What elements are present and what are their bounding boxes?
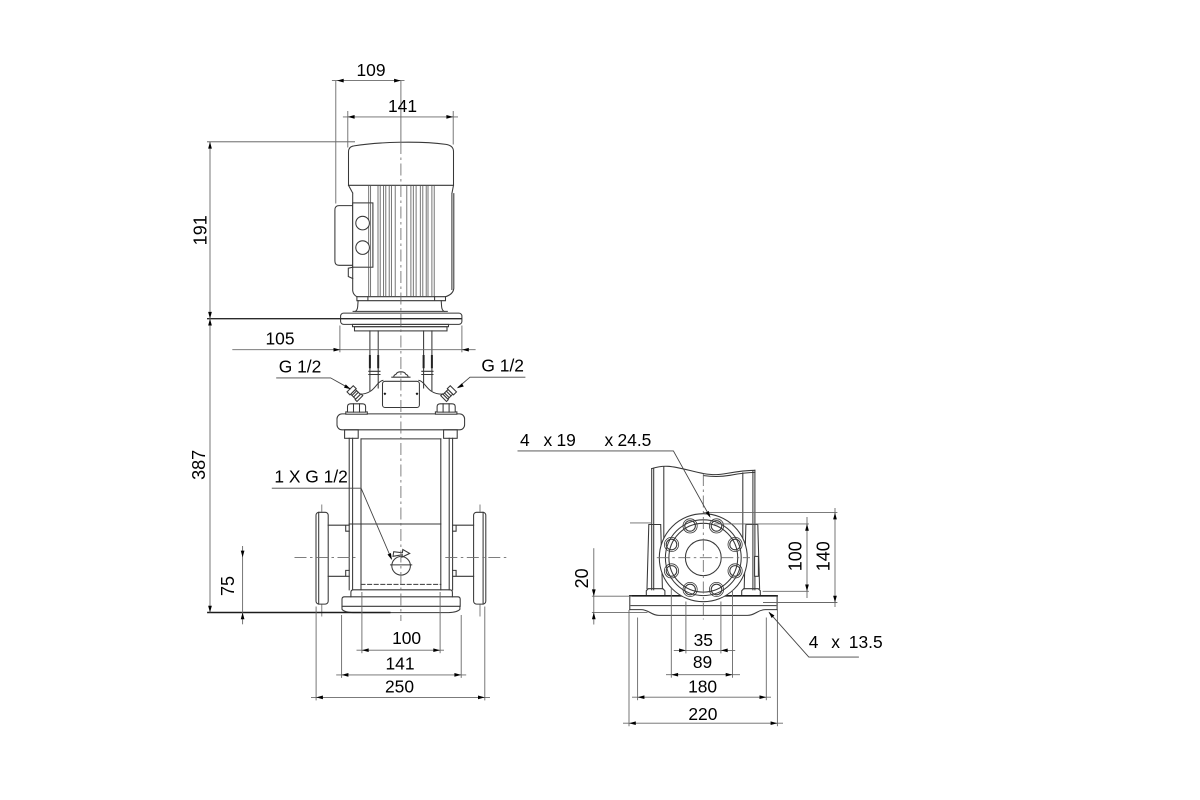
svg-text:G 1/2: G 1/2 xyxy=(481,356,524,376)
svg-text:250: 250 xyxy=(385,676,414,696)
svg-text:89: 89 xyxy=(693,652,712,672)
svg-text:220: 220 xyxy=(688,704,717,724)
svg-text:141: 141 xyxy=(388,96,417,116)
svg-text:35: 35 xyxy=(694,630,713,650)
svg-text:G 1/2: G 1/2 xyxy=(279,356,322,376)
svg-text:20: 20 xyxy=(572,568,592,588)
svg-text:24.5: 24.5 xyxy=(618,430,652,450)
svg-text:191: 191 xyxy=(190,215,210,245)
svg-text:140: 140 xyxy=(813,541,833,571)
svg-text:180: 180 xyxy=(688,677,717,697)
svg-text:x: x xyxy=(831,632,840,652)
svg-text:387: 387 xyxy=(189,450,209,480)
svg-text:13.5: 13.5 xyxy=(849,632,883,652)
svg-text:x: x xyxy=(605,430,614,450)
svg-text:109: 109 xyxy=(356,60,385,80)
svg-text:4: 4 xyxy=(809,632,819,652)
svg-text:1 X G 1/2: 1 X G 1/2 xyxy=(274,466,347,486)
svg-text:105: 105 xyxy=(265,328,294,348)
svg-text:100: 100 xyxy=(785,541,805,571)
svg-text:75: 75 xyxy=(218,576,238,596)
svg-text:19: 19 xyxy=(557,430,576,450)
svg-text:4: 4 xyxy=(520,430,530,450)
svg-text:100: 100 xyxy=(392,628,421,648)
svg-text:x: x xyxy=(544,430,553,450)
svg-text:141: 141 xyxy=(385,653,414,673)
